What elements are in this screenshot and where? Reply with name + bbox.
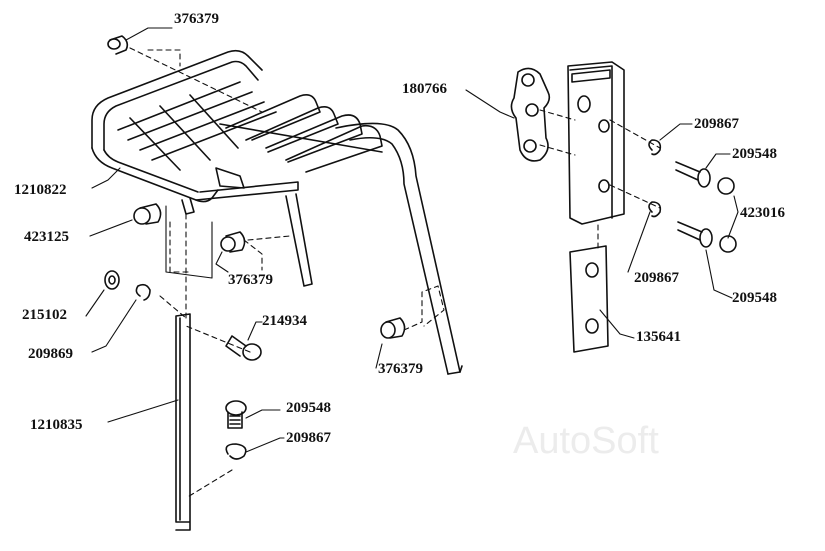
ghost-plates [165, 205, 213, 279]
post-drawing [175, 313, 191, 531]
label-209867-upper: 209867 [694, 116, 739, 132]
label-423016: 423016 [740, 205, 785, 221]
watermark: AutoSoft [513, 420, 659, 462]
label-215102: 215102 [22, 307, 67, 323]
rack-drawing [91, 49, 463, 375]
label-376379-leg: 376379 [378, 361, 423, 377]
left-hardware [104, 35, 406, 460]
label-209548-upper: 209548 [732, 146, 777, 162]
label-214934: 214934 [262, 313, 307, 329]
label-209867-lower: 209867 [286, 430, 331, 446]
alignment-lines [129, 47, 661, 499]
label-135641: 135641 [636, 329, 681, 345]
label-209867-mid: 209867 [634, 270, 679, 286]
label-209548-lower: 209548 [286, 400, 331, 416]
label-423125: 423125 [24, 229, 69, 245]
right-assembly [510, 61, 737, 353]
label-1210822: 1210822 [14, 182, 67, 198]
leader-lines [85, 27, 739, 453]
label-209548-mid: 209548 [732, 290, 777, 306]
label-376379-mid: 376379 [228, 272, 273, 288]
label-376379-top: 376379 [174, 11, 219, 27]
label-180766: 180766 [402, 81, 447, 97]
label-209869: 209869 [28, 346, 73, 362]
label-1210835: 1210835 [30, 417, 83, 433]
